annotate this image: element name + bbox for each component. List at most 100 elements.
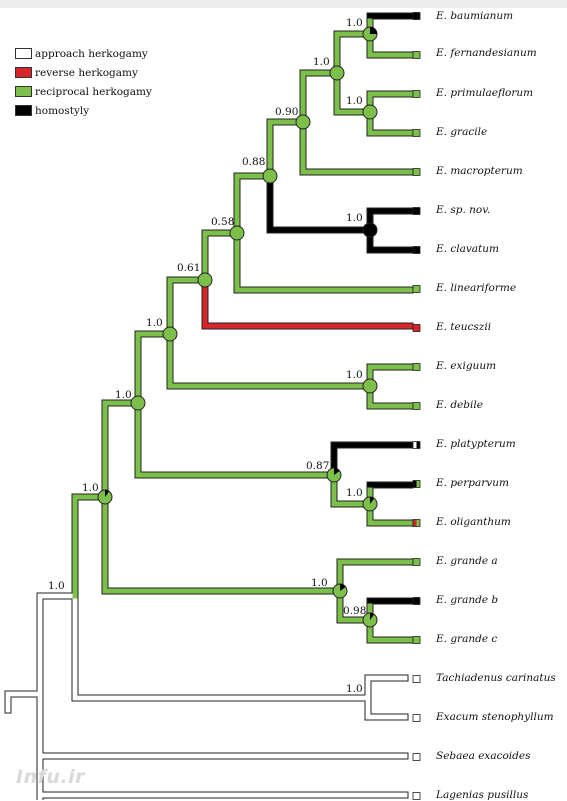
node-pie-slice: [334, 468, 340, 475]
tip-state-box: [413, 12, 420, 20]
tip-state-box: [416, 480, 420, 488]
legend: approach herkogamy reverse herkogamy rec…: [15, 44, 152, 120]
tip-state-box-border: [412, 402, 421, 410]
support-value: 0.87: [306, 460, 330, 472]
tree-nodes: [97, 26, 378, 628]
taxon-label: Exacum stenophyllum: [436, 711, 554, 723]
legend-label: homostyly: [35, 104, 90, 117]
tip-state-box: [413, 636, 420, 644]
tip-state-box: [413, 519, 417, 527]
taxon-label: E. grande c: [436, 633, 498, 645]
tip-state-box: [413, 480, 417, 488]
taxon-label: E. exiguum: [436, 360, 497, 372]
tip-state-box-border: [412, 129, 421, 137]
node-pie-slice: [370, 497, 375, 504]
taxon-label: E. primulaeflorum: [436, 87, 534, 99]
support-value: 1.0: [346, 212, 363, 224]
tip-state-box-border: [412, 441, 421, 449]
support-value: 1.0: [313, 56, 330, 68]
taxon-label: E. clavatum: [436, 243, 499, 255]
legend-swatch-reciprocal: [15, 86, 32, 97]
support-value: 1.0: [115, 389, 132, 401]
tip-state-box-border: [412, 90, 421, 98]
tip-state-box-border: [412, 519, 421, 527]
support-value: 0.58: [211, 216, 235, 228]
support-value: 0.90: [275, 106, 299, 118]
tip-state-box-border: [412, 480, 421, 488]
tip-state-box: [413, 714, 420, 722]
taxon-label: E. macropterum: [436, 165, 523, 177]
tip-state-box-border: [412, 324, 421, 332]
node-pie: [262, 168, 278, 184]
support-value: 1.0: [146, 317, 163, 329]
taxon-label: E. oliganthum: [436, 516, 511, 528]
tip-state-box: [413, 90, 420, 98]
tip-state-box: [413, 207, 420, 215]
support-value: 1.0: [346, 95, 363, 107]
tip-state-box-border: [412, 675, 421, 683]
tip-state-box: [413, 129, 420, 137]
tip-state-box: [416, 441, 420, 449]
tip-state-box-border: [412, 168, 421, 176]
taxon-label: Lagenias pusillus: [436, 789, 529, 801]
legend-swatch-approach: [15, 48, 32, 59]
support-value: 1.0: [346, 369, 363, 381]
tip-state-boxes: [412, 12, 421, 800]
legend-swatch-reverse: [15, 67, 32, 78]
watermark: Infu.ir: [16, 766, 85, 788]
node-pie-slice: [370, 27, 377, 34]
tip-state-box: [416, 519, 420, 527]
taxon-label: E. fernandesianum: [436, 47, 537, 59]
node-pie: [295, 114, 311, 130]
legend-label: reciprocal herkogamy: [35, 85, 152, 98]
tip-state-box-border: [412, 558, 421, 566]
taxon-label: E. platypterum: [436, 438, 516, 450]
tip-state-box: [413, 51, 420, 59]
tip-state-box-border: [412, 363, 421, 371]
node-pie: [362, 104, 378, 120]
tip-state-box: [413, 324, 420, 332]
legend-item-reverse: reverse herkogamy: [15, 63, 152, 82]
tip-state-box-border: [412, 207, 421, 215]
tip-state-box: [413, 168, 420, 176]
legend-label: approach herkogamy: [35, 47, 148, 60]
support-value: 1.0: [82, 482, 99, 494]
taxon-label: E. baumianum: [436, 10, 514, 22]
tip-state-box: [413, 246, 420, 254]
legend-label: reverse herkogamy: [35, 66, 138, 79]
tip-state-box: [413, 558, 420, 566]
node-pie: [130, 395, 146, 411]
tip-state-box-border: [412, 51, 421, 59]
node-pie: [229, 225, 245, 241]
tip-state-box-border: [412, 285, 421, 293]
taxon-label: E. gracile: [436, 126, 488, 138]
tip-state-box: [413, 441, 417, 449]
taxon-label: E. lineariforme: [436, 282, 517, 294]
taxon-label: E. grande b: [436, 594, 499, 606]
node-pie-slice: [105, 490, 110, 497]
support-value: 0.98: [343, 605, 367, 617]
support-value: 1.0: [346, 487, 363, 499]
support-value: 1.0: [346, 683, 363, 695]
taxon-label: E. perparvum: [436, 477, 509, 489]
tip-state-box: [413, 792, 420, 800]
legend-item-reciprocal: reciprocal herkogamy: [15, 82, 152, 101]
top-bar: [0, 0, 567, 8]
node-pie: [329, 65, 345, 81]
taxon-label: E. sp. nov.: [436, 204, 491, 216]
tip-state-box: [413, 675, 420, 683]
tip-state-box-border: [412, 753, 421, 761]
taxon-label: E. grande a: [436, 555, 498, 567]
tip-state-box-border: [412, 636, 421, 644]
node-pie-slice: [370, 613, 375, 620]
support-value: 1.0: [311, 577, 328, 589]
support-value: 1.0: [48, 580, 65, 592]
legend-item-homostyly: homostyly: [15, 101, 152, 120]
tip-state-box-border: [412, 12, 421, 20]
node-pie: [162, 326, 178, 342]
tip-state-box: [413, 363, 420, 371]
node-pie: [197, 272, 213, 288]
support-value: 0.61: [177, 262, 201, 274]
node-pie-slice: [340, 584, 346, 591]
